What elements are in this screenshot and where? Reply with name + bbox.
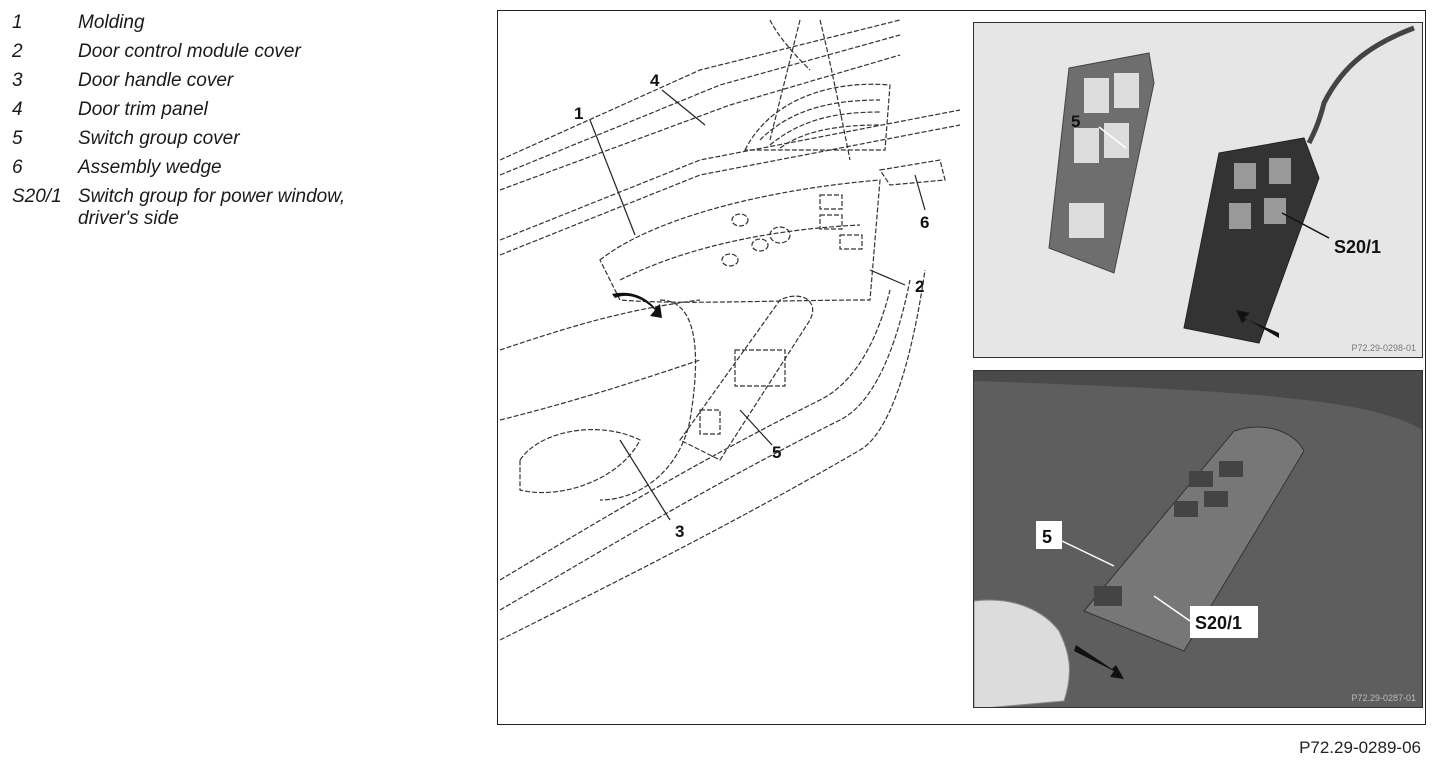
legend-key: 5 [12, 128, 23, 149]
legend-key: 6 [12, 157, 23, 178]
legend-item-s20-1: S20/1 Switch group for power window, [12, 182, 345, 211]
callout-4: 4 [650, 71, 660, 90]
legend-key: 3 [12, 70, 23, 91]
legend-text: Molding [78, 12, 145, 33]
photo-bottom-callout-s20-1: S20/1 [1195, 613, 1242, 633]
legend-text: Switch group for power window, [78, 186, 346, 207]
legend-item-5: 5 Switch group cover [12, 124, 345, 153]
legend-item-6: 6 Assembly wedge [12, 153, 345, 182]
legend-text: Switch group cover [78, 128, 240, 149]
arrow-icon [612, 292, 662, 318]
callout-2: 2 [915, 277, 924, 296]
callout-3: 3 [675, 522, 684, 541]
photo-bottom-code: P72.29-0287-01 [1351, 693, 1416, 703]
callout-5: 5 [772, 443, 781, 462]
legend-text: Assembly wedge [78, 157, 222, 178]
legend-item-3: 3 Door handle cover [12, 66, 345, 95]
callout-1: 1 [574, 104, 583, 123]
photo-top-code: P72.29-0298-01 [1351, 343, 1416, 353]
figure-id: P72.29-0289-06 [1299, 738, 1421, 757]
photo-bottom-callout-5: 5 [1042, 527, 1052, 547]
legend-key: S20/1 [12, 186, 62, 207]
photo-top-callout-5: 5 [1071, 112, 1080, 131]
legend-text: Door trim panel [78, 99, 208, 120]
legend-text: Door control module cover [78, 41, 301, 62]
legend-key: 2 [12, 41, 23, 62]
legend-item-4: 4 Door trim panel [12, 95, 345, 124]
callout-6: 6 [920, 213, 929, 232]
legend: 1 Molding 2 Door control module cover 3 … [12, 8, 345, 231]
legend-item-2: 2 Door control module cover [12, 37, 345, 66]
legend-continuation: driver's side [78, 208, 179, 229]
legend-key: 1 [12, 12, 23, 33]
legend-text: Door handle cover [78, 70, 234, 91]
photo-top-callout-s20-1: S20/1 [1334, 237, 1381, 257]
photo-switch-group-removed: 5 S20/1 P72.29-0298-01 [973, 22, 1423, 358]
photo-switch-group-installed: 5 S20/1 P72.29-0287-01 [973, 370, 1423, 708]
legend-key: 4 [12, 99, 23, 120]
legend-item-1: 1 Molding [12, 8, 345, 37]
